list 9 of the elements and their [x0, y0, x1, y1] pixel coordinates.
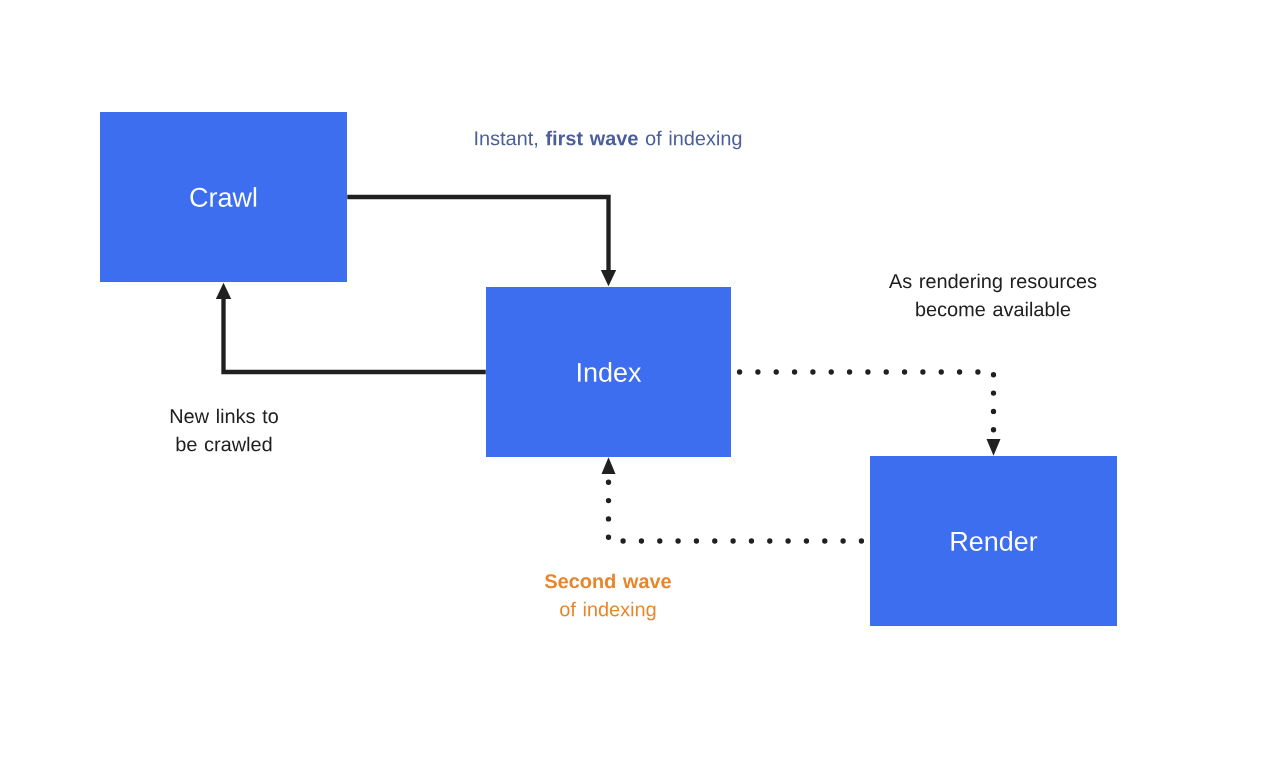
process-box: Index	[486, 287, 731, 457]
edge-label: Instant, first wave of indexing	[475, 130, 742, 150]
dotted-arrow	[601, 457, 865, 544]
edge-label: Second wave of indexing	[544, 573, 671, 621]
process-box: Render	[870, 456, 1117, 626]
edge-label: As rendering resources become available	[889, 273, 1097, 317]
process-box: Crawl	[100, 112, 347, 282]
edge-label: New links to be crawled	[170, 408, 278, 452]
dotted-arrow	[736, 369, 1001, 456]
